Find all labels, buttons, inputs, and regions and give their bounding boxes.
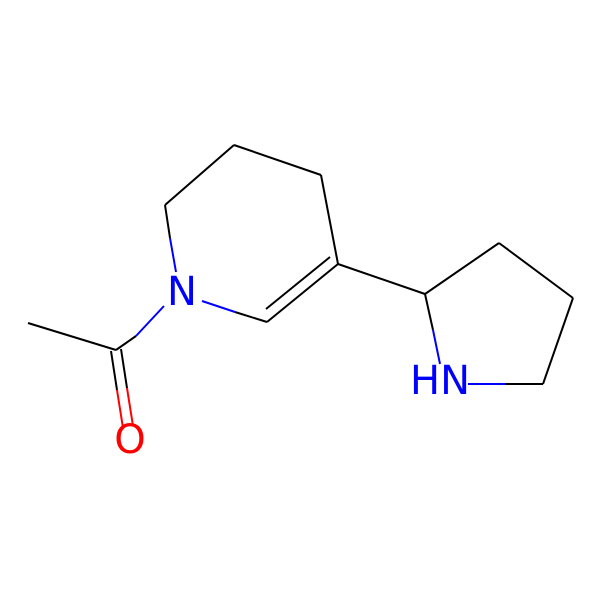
bond-c2-c3: [266, 263, 339, 323]
amine-atom-label: HN: [410, 358, 470, 404]
atom-labels: N HN O: [114, 269, 470, 463]
bond-methyl-carbonyl: [27, 322, 117, 351]
bond-c2prime-c3prime: [424, 242, 500, 295]
bond-co-double-b-black: [120, 348, 128, 389]
bond-c4-c3: [320, 174, 339, 265]
bonds: [27, 144, 574, 429]
bond-co-double-a-black: [110, 350, 118, 391]
bond-c6-c5: [164, 144, 235, 206]
bond-co-double-a-red: [116, 389, 124, 429]
bond-carbonyl-n-blue: [135, 305, 165, 337]
bond-carbonyl-n-black: [115, 335, 137, 351]
bond-n1-c6-black: [164, 204, 171, 239]
bond-n1-c2-blue: [201, 300, 236, 313]
bond-c5-c4: [233, 144, 322, 176]
bond-c3prime-c4prime: [498, 242, 574, 299]
oxygen-atom-label: O: [114, 417, 145, 463]
nitrogen-atom-label: N: [167, 269, 197, 315]
bond-c2prime-n-black: [424, 293, 434, 331]
bond-c3-c2prime: [337, 263, 426, 295]
bond-c2-c3-inner: [265, 256, 331, 310]
bond-c4prime-c5prime: [542, 297, 574, 385]
bond-c2prime-n-blue: [432, 329, 441, 365]
bond-n1-c2-black: [234, 311, 268, 323]
bond-n1-c6-blue: [169, 237, 177, 273]
bond-co-double-b-red: [126, 387, 134, 427]
